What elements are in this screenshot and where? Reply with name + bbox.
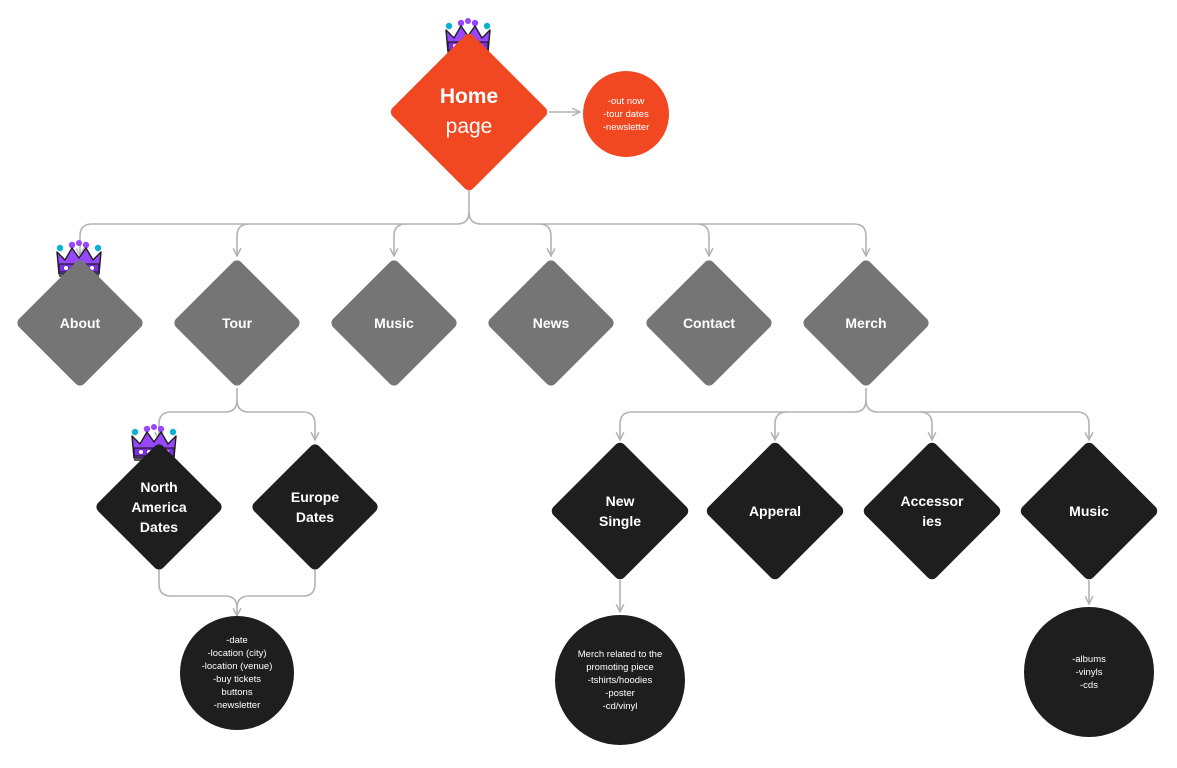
label-line: Dates: [139, 519, 179, 535]
tour-note-line: -date: [226, 635, 248, 646]
connector-branch-news: [538, 223, 551, 256]
connector-branch-about: [80, 211, 470, 256]
home-note-line: -tour dates: [603, 108, 649, 120]
connector-merch-new-single: [620, 399, 867, 440]
new-single-note-line: -tshirts/hoodies: [587, 674, 653, 686]
connector-merch-music: [865, 399, 1089, 440]
label-line: Apperal: [748, 503, 802, 519]
home-title: Home: [439, 85, 499, 108]
section-label-tour: Tour: [221, 315, 253, 331]
music-note-line: -cds: [1080, 679, 1098, 691]
merch-label-music: Music: [1034, 456, 1144, 566]
connector-branch-tour: [237, 223, 250, 256]
merch-label-apperal: Apperal: [720, 456, 830, 566]
tour-note-line: -newsletter: [213, 700, 261, 711]
section-label-news: News: [532, 315, 570, 331]
label-line: Music: [1069, 503, 1109, 519]
tour-dates-note-circle: -date -location (city) -location (venue)…: [180, 616, 294, 730]
label-line: New: [605, 493, 635, 509]
connector-branch-music: [394, 223, 407, 256]
connector-branch-contact: [696, 223, 709, 256]
merch-label-accessories: Accessor ies: [877, 456, 987, 566]
music-note-line: -albums: [1072, 653, 1106, 665]
label-line: Dates: [295, 509, 335, 525]
home-note-line: -newsletter: [602, 121, 650, 133]
connector-merch-apperal: [775, 411, 788, 440]
tour-note-line: -location (city): [207, 648, 267, 659]
label-line: North: [140, 479, 178, 495]
tour-note-line: -buy tickets: [212, 674, 262, 685]
connector-branch-merch: [468, 211, 866, 256]
home-note-line: -out now: [607, 95, 645, 107]
label-line: Accessor: [900, 493, 964, 509]
tour-note-line: -location (venue): [201, 661, 273, 672]
connector-na-note: [158, 570, 237, 616]
section-label-about: About: [59, 315, 101, 331]
new-single-note-circle: Merch related to the promoting piece -ts…: [555, 615, 685, 745]
new-single-note-line: Merch related to the: [577, 648, 663, 660]
home-subtitle: page: [445, 115, 493, 138]
connector-eu-note: [236, 570, 316, 609]
tour-note-line: buttons: [221, 687, 253, 698]
home-note-circle: -out now -tour dates -newsletter: [583, 71, 669, 157]
section-label-merch: Merch: [845, 315, 887, 331]
home-page-label: Home page: [409, 52, 529, 172]
section-label-contact: Contact: [682, 315, 736, 331]
connector-tour-na: [159, 399, 238, 440]
merch-label-new-single: New Single: [565, 456, 675, 566]
connector-merch-accessories: [919, 411, 932, 440]
music-note-circle: -albums -vinyls -cds: [1024, 607, 1154, 737]
tour-label-north-america-dates: North America Dates: [109, 457, 209, 557]
label-line: Single: [598, 513, 641, 529]
new-single-note-line: -cd/vinyl: [602, 700, 638, 712]
new-single-note-line: promoting piece: [586, 661, 654, 673]
connector-tour-eu: [236, 399, 315, 440]
new-single-note-line: -poster: [605, 687, 635, 699]
label-line: ies: [922, 513, 942, 529]
label-line: America: [131, 499, 187, 515]
section-label-music: Music: [374, 315, 414, 331]
music-note-line: -vinyls: [1075, 666, 1103, 678]
tour-label-europe-dates: Europe Dates: [265, 457, 365, 557]
label-line: Europe: [290, 489, 340, 505]
